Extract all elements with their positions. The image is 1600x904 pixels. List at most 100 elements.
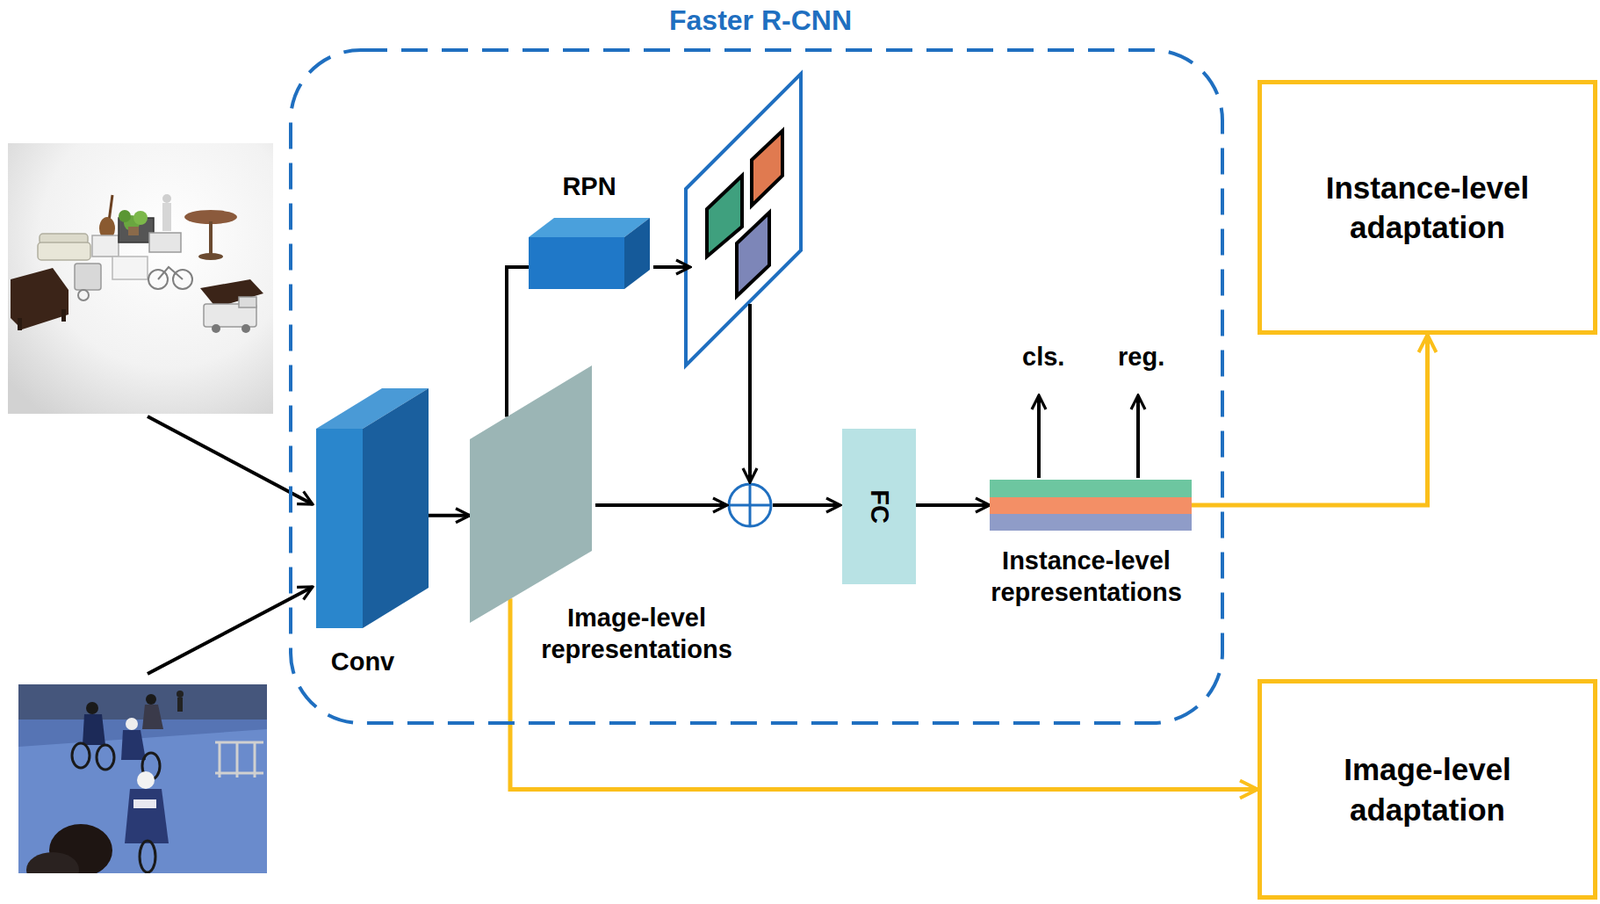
synthetic-render-image-part xyxy=(241,324,251,333)
synthetic-render-image-part xyxy=(238,296,257,308)
rpn-block-outline-part xyxy=(528,237,625,289)
real-photo-image-part xyxy=(139,840,156,873)
conv-block-outline-part xyxy=(316,428,363,628)
synthetic-render-image-part xyxy=(17,317,22,331)
synthetic-render-image-part xyxy=(200,279,264,308)
instance-features-outline xyxy=(989,479,1192,531)
real-photo-image-part xyxy=(236,742,239,778)
flow-arrows-part xyxy=(147,586,313,674)
synthetic-render-image-part xyxy=(149,232,181,253)
output-label: cls. xyxy=(1022,342,1065,372)
feature-map-outline-part xyxy=(469,365,592,623)
synthetic-render-image-part xyxy=(118,209,131,223)
real-photo-image-part xyxy=(136,771,155,789)
flow-connector xyxy=(915,503,990,507)
adaptation-connector xyxy=(1191,334,1428,505)
faster-rcnn-region: Faster R-CNNRPNConvImage-level represent… xyxy=(288,48,1225,725)
sum-operator xyxy=(728,483,772,527)
flow-connector xyxy=(428,513,470,518)
synthetic-render-image-part xyxy=(128,226,139,236)
rpn-block-outline-part xyxy=(624,217,650,289)
output-label: reg. xyxy=(1117,342,1165,372)
fc-block-outline-part xyxy=(842,428,916,584)
synthetic-render-image-part xyxy=(74,263,101,290)
real-photo-image-part xyxy=(82,713,106,745)
synthetic-render-image-part xyxy=(158,266,183,280)
real-photo-image-part xyxy=(72,742,90,768)
adaptation-connector xyxy=(510,598,1258,789)
real-photo-image-part xyxy=(121,729,146,760)
region-title: Faster R-CNN xyxy=(669,4,852,37)
instance-features: Instance-level representations xyxy=(989,479,1192,531)
block-label: FC xyxy=(864,489,894,524)
flow-connector xyxy=(506,266,529,418)
instance-features-outline-part xyxy=(989,513,1192,531)
synthetic-render-image-part xyxy=(61,309,66,322)
rpn-block: RPN xyxy=(528,217,650,289)
sum-operator-part xyxy=(728,483,772,527)
conv-block-outline-part xyxy=(362,388,429,628)
flow-arrows-part xyxy=(595,503,728,507)
real-photo-image-part xyxy=(177,697,183,712)
synthetic-render-image-part xyxy=(112,256,148,280)
flow-arrows-part xyxy=(1136,395,1140,478)
real-photo-image-part xyxy=(133,799,157,808)
real-photo-image-part xyxy=(176,690,184,698)
real-photo-image xyxy=(18,684,267,873)
rpn-block-outline xyxy=(528,217,650,289)
synthetic-render-image-part xyxy=(78,289,89,301)
conv-block-outline xyxy=(316,388,429,628)
real-photo-image-part xyxy=(142,704,164,729)
real-photo-image-part xyxy=(86,701,99,714)
real-photo-image-part xyxy=(18,684,267,720)
adaptation-box: Instance-level adaptation xyxy=(1257,79,1598,335)
block-label: RPN xyxy=(511,172,668,202)
flow-arrows-part xyxy=(748,303,752,483)
faster-rcnn-region-outline-part xyxy=(290,50,1223,723)
flow-arrows-part xyxy=(1037,395,1041,478)
adaptation-box: Image-level adaptation xyxy=(1257,678,1598,900)
box-label: Instance-level adaptation xyxy=(1282,167,1573,248)
real-photo-image-part xyxy=(145,693,157,705)
synthetic-render-image-part xyxy=(198,252,224,260)
region-proposals-part xyxy=(751,130,783,206)
real-photo-image-part xyxy=(26,851,80,873)
synthetic-render-image-part xyxy=(211,324,221,333)
block-label: Conv xyxy=(298,647,427,677)
real-photo-image-part xyxy=(215,741,264,744)
synthetic-render-image-part xyxy=(209,221,213,255)
synthetic-render-image-part xyxy=(37,242,91,260)
feature-map: Image-level representations xyxy=(469,365,592,623)
sum-operator-part xyxy=(749,483,752,527)
real-photo-image-part xyxy=(124,788,169,844)
region-proposals-part xyxy=(685,73,801,366)
fc-block: FC xyxy=(842,428,916,584)
flow-arrows-part xyxy=(147,416,313,505)
synthetic-render-image xyxy=(7,143,274,414)
faster-rcnn-region-outline xyxy=(288,48,1225,725)
flow-arrows xyxy=(147,266,1139,674)
real-photo-image-part xyxy=(96,744,115,770)
synthetic-render-image-part xyxy=(7,143,274,414)
synthetic-render-image-part xyxy=(10,267,69,330)
synthetic-render-image-part xyxy=(92,235,119,257)
instance-features-outline-part xyxy=(989,479,1192,498)
instance-features-outline-part xyxy=(989,497,1192,514)
region-proposals-part xyxy=(736,212,770,296)
real-photo-image-part xyxy=(253,742,257,778)
box-label: Image-level adaptation xyxy=(1282,749,1573,829)
conv-block: Conv xyxy=(316,388,429,628)
feature-label: Instance-level representations xyxy=(967,544,1205,609)
flow-arrows-part xyxy=(653,265,691,269)
synthetic-render-image-part xyxy=(133,210,148,225)
real-photo-image-part xyxy=(215,771,264,775)
real-photo-image-part xyxy=(218,742,222,778)
synthetic-render-image-part xyxy=(162,194,172,203)
feature-label: Image-level representations xyxy=(522,601,751,666)
region-proposals xyxy=(685,73,801,366)
real-photo-image-part xyxy=(125,717,138,730)
synthetic-render-image-part xyxy=(108,194,113,222)
synthetic-render-image-part xyxy=(162,202,172,231)
feature-map-outline xyxy=(469,365,592,623)
